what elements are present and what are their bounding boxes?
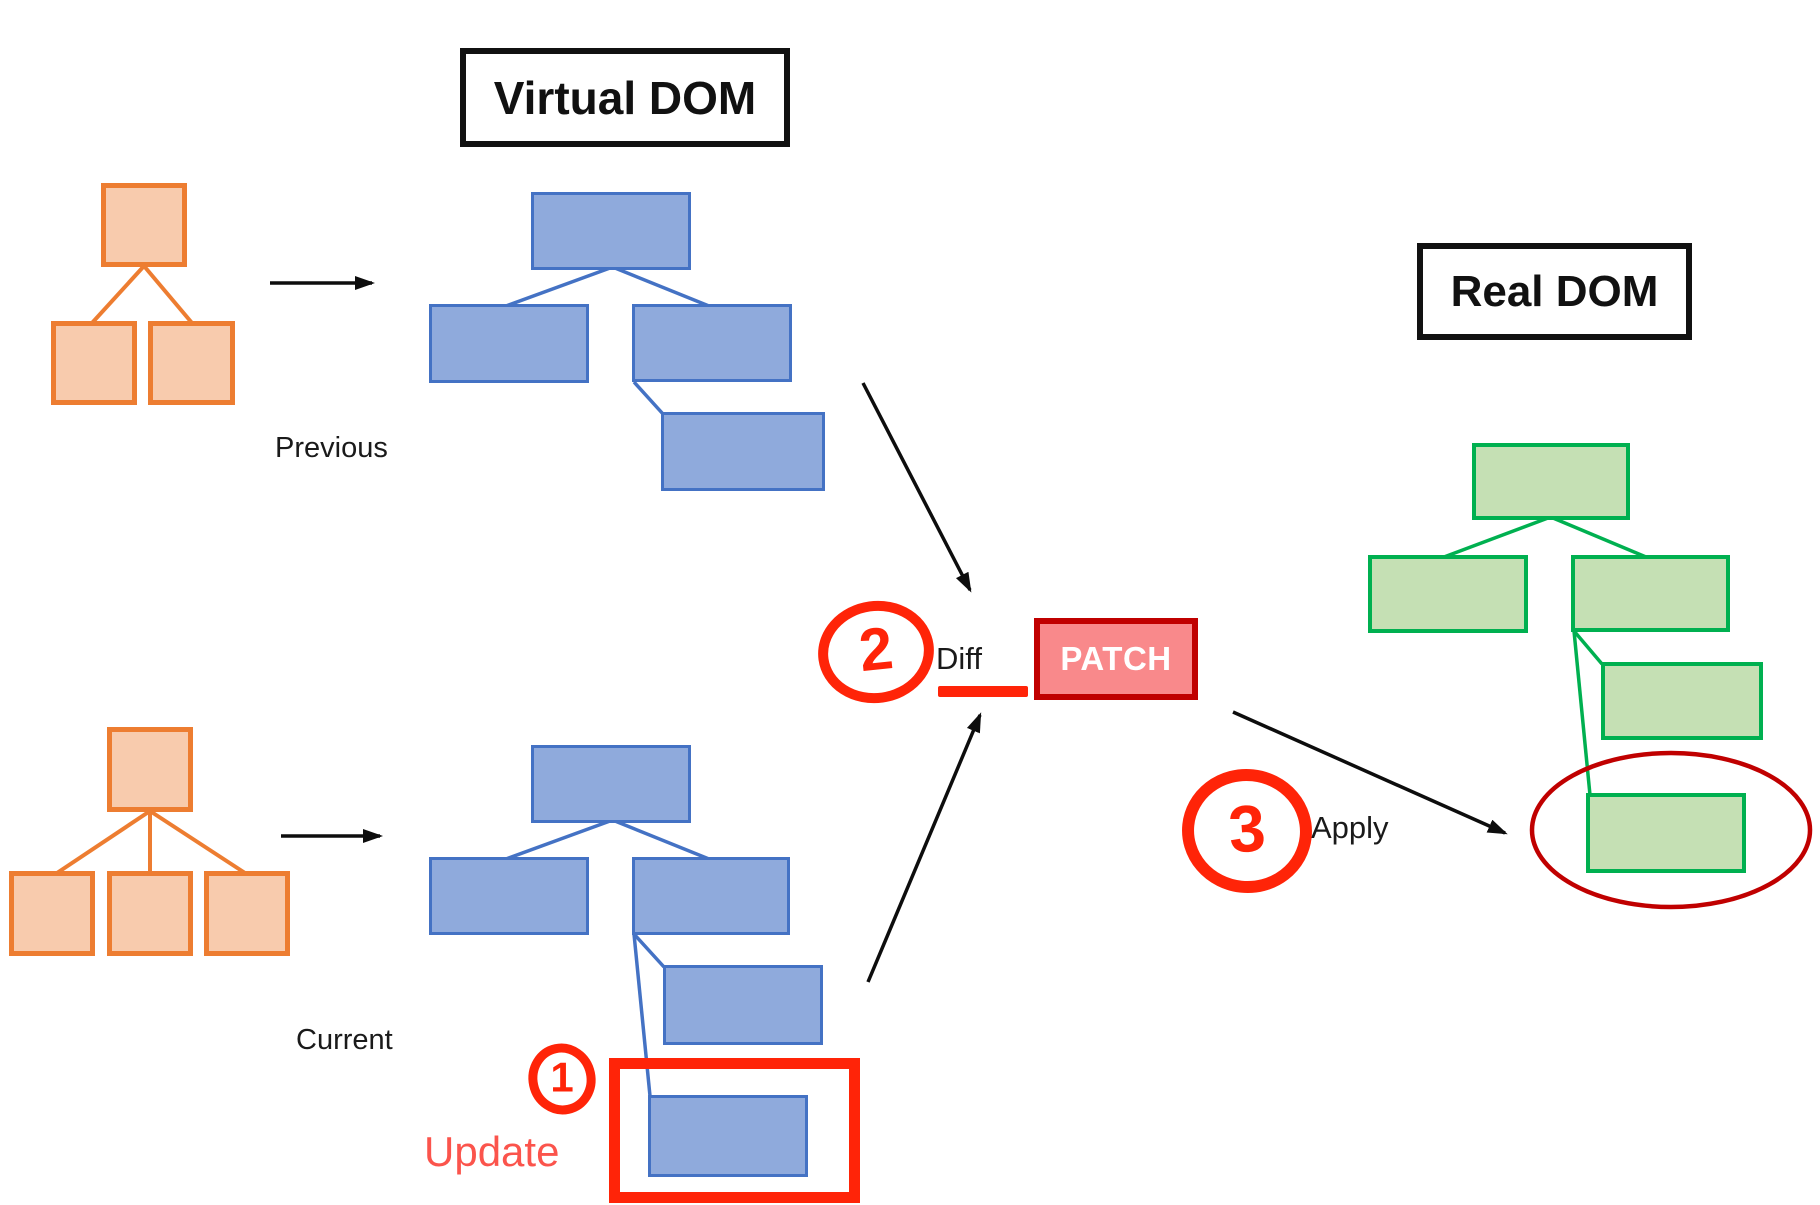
connector-line <box>1572 629 1604 666</box>
realdom-child-node <box>1368 555 1528 633</box>
connector-line <box>632 380 665 416</box>
vdom-previous-child-node <box>429 304 589 383</box>
update-highlight-box <box>609 1058 860 1203</box>
realdom-root-node <box>1472 443 1630 520</box>
connector-line <box>1572 630 1592 796</box>
update-step-label: Update <box>424 1128 560 1175</box>
patch-box-text: PATCH <box>1060 640 1172 677</box>
realdom-child-node <box>1571 555 1730 632</box>
previous-tree-child-node <box>51 321 137 405</box>
connector-line <box>1552 516 1647 559</box>
current-tree-root-node <box>107 727 193 812</box>
previous-label: Previous <box>275 432 388 464</box>
vdom-current-child-node <box>632 857 790 935</box>
vdom-current-grandchild-node <box>663 965 823 1045</box>
vdom-previous-grandchild-node <box>661 412 825 491</box>
connector-line <box>614 266 710 308</box>
realdom-grandchild-node <box>1601 662 1763 740</box>
vdom-current-child-node <box>429 857 589 935</box>
connector-line <box>505 819 611 861</box>
connector-line <box>55 809 152 875</box>
diff-step-label: Diff <box>936 641 982 676</box>
current-tree-to-diff-arrow <box>866 712 982 983</box>
realdom-patched-node <box>1586 793 1746 873</box>
real-dom-title-text: Real DOM <box>1450 266 1659 316</box>
diff-underline <box>938 686 1028 697</box>
vdom-previous-root-node <box>531 192 691 270</box>
previous-tree-to-diff-arrow <box>861 382 972 593</box>
vdom-current-root-node <box>531 745 691 823</box>
connector-line <box>614 819 710 861</box>
virtual-dom-title: Virtual DOM <box>460 48 790 147</box>
previous-tree-child-node <box>148 321 235 405</box>
connector-line <box>1443 516 1549 559</box>
connector-line <box>505 266 611 308</box>
connector-line <box>90 264 146 325</box>
previous-tree-root-node <box>101 183 187 267</box>
connector-line <box>142 264 194 325</box>
real-dom-title: Real DOM <box>1417 243 1692 340</box>
connector-line <box>632 932 666 969</box>
vdom-previous-child-node <box>632 304 792 382</box>
current-label: Current <box>296 1024 393 1056</box>
step-1-number: 1 <box>550 1053 574 1101</box>
vdom-current-updated-node <box>648 1095 808 1177</box>
step-2-number: 2 <box>855 614 897 685</box>
current-tree-child-node <box>204 871 290 956</box>
virtual-dom-title-text: Virtual DOM <box>493 71 757 124</box>
patch-box: PATCH <box>1034 618 1198 700</box>
apply-step-label: Apply <box>1311 810 1389 845</box>
current-tree-child-node <box>9 871 95 956</box>
connector-line <box>148 809 247 875</box>
step-3-number: 3 <box>1226 790 1268 867</box>
current-tree-child-node <box>107 871 193 956</box>
